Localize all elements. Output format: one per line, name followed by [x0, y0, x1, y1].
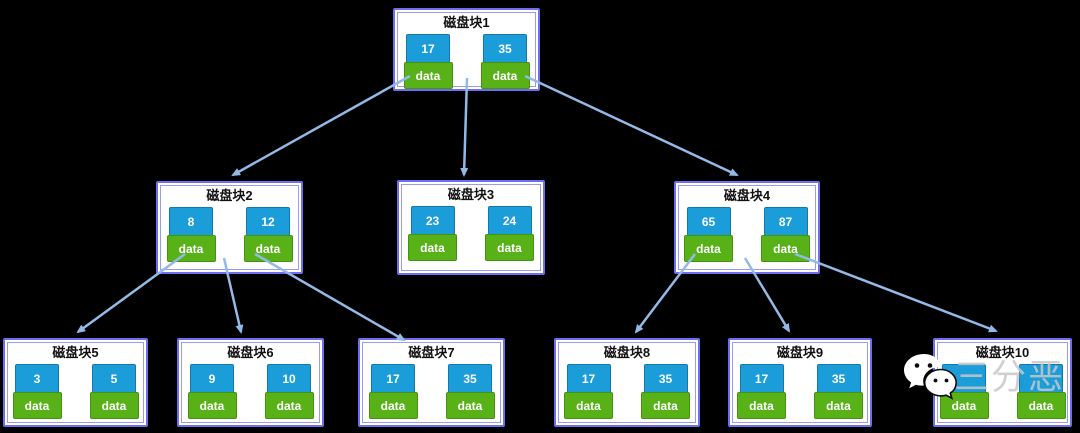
key-box [1019, 364, 1063, 393]
key-box: 65 [686, 207, 731, 236]
key-data-stack: 23 data [408, 206, 457, 261]
key-data-stack: 17 data [403, 34, 453, 89]
data-box: data [761, 235, 810, 262]
disk-block-title: 磁盘块7 [408, 345, 455, 360]
data-box: data [243, 235, 293, 262]
key-box: 12 [246, 207, 290, 236]
data-box: data [737, 392, 786, 419]
tree-arrow [524, 74, 739, 177]
disk-block-title: 磁盘块4 [723, 188, 771, 203]
data-box: data [12, 392, 62, 419]
data-box: data [814, 392, 863, 419]
key-data-stack: data [939, 364, 989, 419]
data-box: data [564, 392, 613, 419]
key-data-stacks: data data [935, 364, 1070, 419]
data-box: data [187, 392, 237, 419]
disk-block-node: 磁盘块8 17 data 35 data [554, 338, 700, 427]
key-data-stack: 8 data [166, 207, 216, 262]
disk-block-node: 磁盘块5 3 data 5 data [3, 338, 148, 427]
key-box: 8 [169, 207, 213, 236]
data-box: data [485, 234, 534, 261]
key-data-stack: 65 data [684, 207, 733, 262]
key-box: 35 [483, 34, 527, 63]
key-data-stacks: 17 data 35 data [556, 364, 698, 419]
key-box: 35 [816, 364, 861, 393]
key-data-stack: 12 data [243, 207, 293, 262]
data-box: data [1016, 392, 1066, 419]
key-box: 10 [267, 364, 311, 393]
key-data-stack: 5 data [89, 364, 139, 419]
disk-block-title: 磁盘块5 [52, 345, 99, 360]
key-data-stacks: 17 data 35 data [360, 364, 503, 419]
disk-block-title: 磁盘块8 [603, 345, 651, 360]
key-box: 17 [371, 364, 415, 393]
key-box: 17 [739, 364, 784, 393]
key-data-stacks: 65 data 87 data [676, 207, 818, 262]
key-box: 87 [763, 207, 808, 236]
disk-block-node: 磁盘块3 23 data 24 data [397, 180, 545, 275]
data-box: data [264, 392, 314, 419]
tree-arrow [460, 77, 469, 177]
data-box: data [403, 62, 453, 89]
key-data-stack: 35 data [480, 34, 530, 89]
tree-arrow [794, 252, 998, 333]
data-box: data [408, 234, 457, 261]
key-data-stacks: 17 data 35 data [395, 34, 538, 89]
disk-block-node: 磁盘块10 data data [933, 338, 1072, 427]
data-box: data [89, 392, 139, 419]
key-box: 5 [92, 364, 136, 393]
tree-arrow [231, 74, 411, 177]
data-box: data [480, 62, 530, 89]
disk-block-title: 磁盘块1 [443, 15, 490, 30]
data-box: data [445, 392, 495, 419]
key-data-stacks: 8 data 12 data [158, 207, 301, 262]
key-box: 9 [190, 364, 234, 393]
key-data-stack: data [1016, 364, 1066, 419]
key-data-stack: 3 data [12, 364, 62, 419]
key-data-stack: 35 data [814, 364, 863, 419]
key-data-stacks: 23 data 24 data [399, 206, 543, 261]
key-data-stack: 35 data [641, 364, 690, 419]
key-box: 35 [448, 364, 492, 393]
disk-block-title: 磁盘块6 [227, 345, 274, 360]
key-data-stacks: 17 data 35 data [730, 364, 870, 419]
key-data-stack: 17 data [368, 364, 418, 419]
disk-block-title: 磁盘块3 [447, 187, 495, 202]
key-box: 35 [643, 364, 688, 393]
disk-block-node: 磁盘块4 65 data 87 data [674, 181, 820, 274]
key-box [942, 364, 986, 393]
disk-block-title: 磁盘块9 [776, 345, 824, 360]
disk-block-node: 磁盘块1 17 data 35 data [393, 8, 540, 91]
data-box: data [641, 392, 690, 419]
disk-block-title: 磁盘块10 [975, 345, 1030, 360]
key-data-stack: 17 data [564, 364, 613, 419]
data-box: data [368, 392, 418, 419]
key-box: 17 [406, 34, 450, 63]
data-box: data [166, 235, 216, 262]
key-data-stack: 17 data [737, 364, 786, 419]
data-box: data [684, 235, 733, 262]
key-data-stacks: 9 data 10 data [179, 364, 322, 419]
key-box: 23 [410, 206, 455, 235]
disk-block-node: 磁盘块6 9 data 10 data [177, 338, 324, 427]
key-data-stack: 10 data [264, 364, 314, 419]
disk-block-node: 磁盘块2 8 data 12 data [156, 181, 303, 274]
key-data-stack: 24 data [485, 206, 534, 261]
key-data-stack: 87 data [761, 207, 810, 262]
key-data-stacks: 3 data 5 data [5, 364, 146, 419]
disk-block-node: 磁盘块9 17 data 35 data [728, 338, 872, 427]
disk-block-node: 磁盘块7 17 data 35 data [358, 338, 505, 427]
key-data-stack: 35 data [445, 364, 495, 419]
disk-block-title: 磁盘块2 [206, 188, 253, 203]
key-box: 3 [15, 364, 59, 393]
key-box: 17 [566, 364, 611, 393]
key-box: 24 [487, 206, 532, 235]
key-data-stack: 9 data [187, 364, 237, 419]
data-box: data [939, 392, 989, 419]
